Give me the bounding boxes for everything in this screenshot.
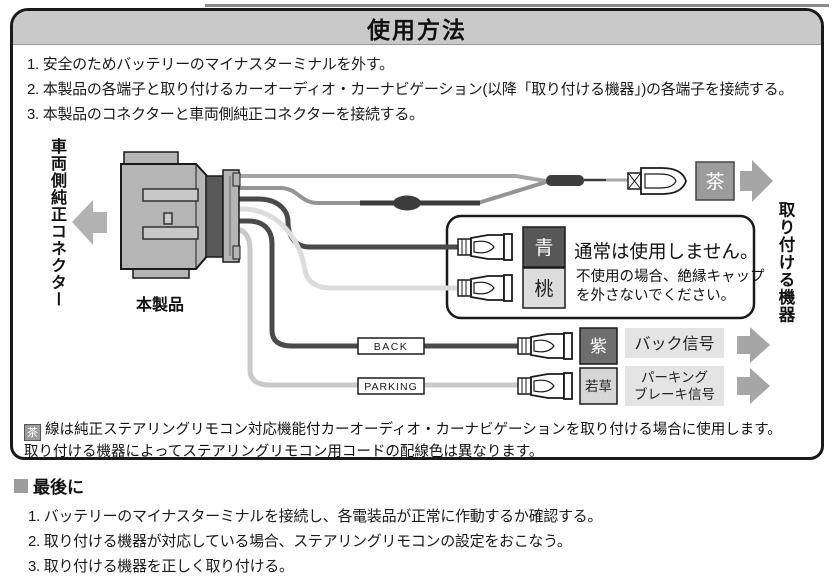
attached-device-label: 取り付ける機器 bbox=[776, 201, 794, 324]
arrow-right-icon-back bbox=[737, 327, 770, 363]
steering-remote-wire-lower bbox=[234, 180, 547, 205]
parking-signal-label: パーキング ブレーキ信号 bbox=[625, 366, 724, 406]
blue-color-chip: 青 bbox=[522, 226, 566, 268]
back-signal-label: バック信号 bbox=[625, 328, 724, 358]
usage-step-2: 2. 本製品の各端子と取り付けるカーオーディオ・カーナビゲーション(以降「取り付… bbox=[27, 81, 794, 98]
purple-terminal bbox=[517, 332, 573, 360]
page-title: 使用方法 bbox=[367, 16, 467, 43]
finally-step-3: 3. 取り付ける機器を正しく取り付ける。 bbox=[28, 558, 294, 575]
svg-text:ブレーキ信号: ブレーキ信号 bbox=[634, 386, 715, 402]
brown-chip-label: 茶 bbox=[705, 171, 724, 193]
finally-heading-label: 最後に bbox=[33, 478, 84, 497]
arrow-left-icon bbox=[72, 200, 107, 245]
brown-color-chip: 茶 bbox=[695, 161, 735, 201]
back-tag-label: BACK bbox=[374, 341, 409, 353]
finally-steps: 1. バッテリーのマイナスターミナルを接続し、各電装品が正常に作動するか確認する… bbox=[28, 504, 826, 579]
resistor-splice-bulge bbox=[393, 195, 421, 211]
purple-color-chip: 紫 bbox=[579, 327, 618, 365]
arrow-right-icon-parking bbox=[737, 368, 770, 404]
product-connector-drawing bbox=[120, 151, 241, 279]
note-line-1: 通常は使用しません。 bbox=[574, 241, 758, 262]
splice-sleeve bbox=[546, 175, 584, 186]
square-bullet-icon bbox=[14, 478, 28, 493]
vehicle-connector-label: 車両側純正コネクター bbox=[48, 138, 65, 308]
pink-chip-label: 桃 bbox=[534, 278, 553, 300]
light-green-color-chip: 若草 bbox=[579, 367, 618, 405]
finally-step-2: 2. 取り付ける機器が対応している場合、ステアリングリモコンの設定をおこなう。 bbox=[28, 533, 572, 550]
footnote-line-2: 取り付ける機器によってステアリングリモコン用コードの配線色は異なります。 bbox=[24, 443, 544, 460]
purple-chip-label: 紫 bbox=[590, 337, 607, 356]
parking-wire-tag: PARKING bbox=[357, 377, 425, 395]
blue-wire bbox=[234, 196, 458, 250]
footnote-line-1: 茶線は純正ステアリングリモコン対応機能付カーオーディオ・カーナビゲーションを取り… bbox=[24, 420, 816, 442]
section-title-bar: 使用方法 bbox=[13, 11, 821, 45]
brown-chip-inline: 茶 bbox=[24, 424, 41, 441]
light-green-terminal bbox=[517, 372, 573, 400]
parking-signal-wire bbox=[233, 226, 518, 388]
note-line-2: 不使用の場合、絶縁キャップ bbox=[576, 268, 765, 285]
back-wire-tag: BACK bbox=[357, 337, 425, 355]
top-divider-line bbox=[205, 4, 829, 7]
wiring-diagram: BACK PARKING 茶 青 桃 紫 若草 バック信号 パーキング ブレーキ… bbox=[72, 151, 773, 406]
steering-remote-wire-upper bbox=[234, 174, 547, 183]
product-label: 本製品 bbox=[136, 297, 185, 314]
usage-step-3: 3. 本製品のコネクターと車両側純正コネクターを接続する。 bbox=[27, 106, 424, 123]
arrow-right-icon-brown bbox=[740, 160, 773, 202]
finally-step-1: 1. バッテリーのマイナスターミナルを接続し、各電装品が正常に作動するか確認する… bbox=[28, 508, 603, 525]
parking-tag-label: PARKING bbox=[364, 381, 417, 393]
svg-text:パーキング: パーキング bbox=[641, 370, 708, 385]
svg-text:バック信号: バック信号 bbox=[634, 335, 714, 353]
pink-color-chip: 桃 bbox=[522, 267, 566, 309]
brown-wire-footnote: 茶線は純正ステアリングリモコン対応機能付カーオーディオ・カーナビゲーションを取り… bbox=[24, 420, 816, 463]
usage-step-1: 1. 安全のためバッテリーのマイナスターミナルを外す。 bbox=[27, 56, 394, 73]
note-line-3: を外さないでください。 bbox=[576, 287, 735, 304]
usage-steps: 1. 安全のためバッテリーのマイナスターミナルを外す。 2. 本製品の各端子と取… bbox=[27, 52, 821, 127]
finally-section: 最後に 1. バッテリーのマイナスターミナルを接続し、各電装品が正常に作動するか… bbox=[14, 473, 826, 579]
pink-wire bbox=[234, 206, 458, 291]
blue-chip-label: 青 bbox=[534, 237, 553, 259]
brown-terminal bbox=[627, 167, 687, 195]
finally-heading: 最後に bbox=[14, 473, 826, 498]
light-green-chip-label: 若草 bbox=[585, 379, 612, 394]
back-signal-wire bbox=[234, 218, 518, 349]
